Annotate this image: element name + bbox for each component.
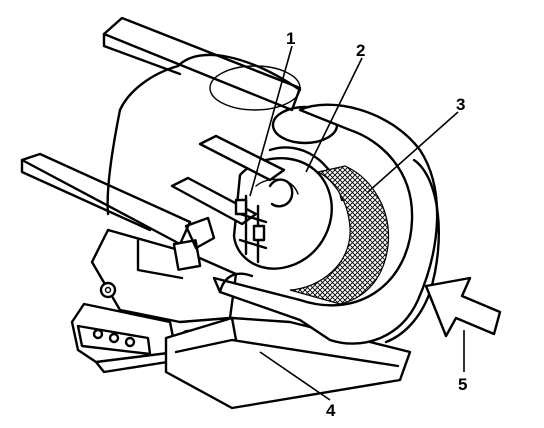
callout-2: 2 xyxy=(356,41,365,60)
lower-flange xyxy=(20,152,192,246)
upper-flange xyxy=(102,16,302,112)
airflow-arrow xyxy=(424,276,502,338)
sensing-element xyxy=(234,178,294,264)
leader-lines xyxy=(249,45,465,401)
housing-front-ring xyxy=(212,103,441,345)
callout-3: 3 xyxy=(456,95,465,114)
callout-1: 1 xyxy=(286,29,295,48)
callout-labels: 1 2 3 4 5 xyxy=(286,29,467,420)
callout-5: 5 xyxy=(458,375,467,394)
callout-4: 4 xyxy=(326,401,336,420)
